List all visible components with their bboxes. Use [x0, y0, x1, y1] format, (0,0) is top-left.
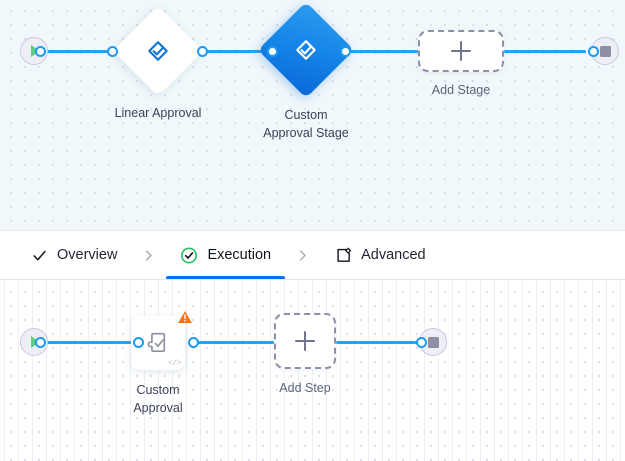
tab-overview-label: Overview — [57, 247, 118, 263]
diamond-shape — [112, 5, 204, 97]
start-node-output-port[interactable] — [35, 336, 46, 348]
chevron-right-icon — [131, 231, 166, 279]
warning-triangle-icon[interactable] — [177, 309, 193, 325]
end-node-input-port[interactable] — [588, 45, 599, 57]
tab-advanced-label: Advanced — [361, 247, 426, 263]
plus-icon — [295, 331, 315, 351]
tab-overview[interactable]: Overview — [16, 231, 131, 279]
edge-start-to-custom-approval — [40, 341, 138, 344]
tab-execution[interactable]: Execution — [166, 231, 285, 279]
stage-node-label-custom-approval-stage: Custom Approval Stage — [263, 108, 349, 140]
linear-approval-input-port[interactable] — [107, 45, 118, 57]
chevron-right-icon — [285, 231, 320, 279]
step-node-label-custom-approval: Custom Approval — [133, 383, 183, 415]
edge-add-stage-to-end — [504, 50, 586, 53]
custom-approval-stage-output-port[interactable] — [340, 45, 351, 57]
stage-node-label-linear-approval: Linear Approval — [114, 106, 202, 120]
step-flow-canvas[interactable]: </> Custom Approval Add Step — [0, 280, 625, 461]
custom-approval-output-port[interactable] — [188, 336, 199, 348]
plus-icon — [451, 41, 471, 61]
stop-icon — [599, 45, 611, 57]
check-circle-icon — [180, 246, 198, 264]
code-badge: </> — [168, 359, 181, 368]
custom-approval-input-port[interactable] — [133, 336, 144, 348]
edge-add-step-to-end — [336, 341, 418, 344]
linear-approval-output-port[interactable] — [197, 45, 208, 57]
stage-node-linear-approval[interactable] — [112, 5, 204, 97]
end-node-input-port[interactable] — [416, 336, 427, 348]
edge-start-to-linear-approval — [40, 50, 112, 53]
stop-icon — [427, 336, 439, 348]
add-step-label: Add Step — [279, 381, 331, 395]
end-node[interactable] — [591, 37, 619, 65]
edge-linear-to-custom-approval — [202, 50, 272, 53]
end-node[interactable] — [419, 328, 447, 356]
edge-custom-approval-to-add-stage — [340, 50, 418, 53]
settings-page-icon — [334, 246, 352, 264]
custom-approval-stage-input-port[interactable] — [267, 45, 278, 57]
add-stage-button[interactable] — [418, 30, 504, 72]
start-node-output-port[interactable] — [35, 45, 46, 57]
stage-node-custom-approval-stage[interactable] — [257, 1, 355, 99]
tab-advanced[interactable]: Advanced — [320, 231, 440, 279]
stage-flow-canvas[interactable]: Linear Approval Custom Approval Stage Ad… — [0, 0, 625, 230]
check-icon — [30, 246, 48, 264]
add-step-button[interactable] — [274, 313, 336, 369]
edge-custom-approval-to-add-step — [192, 341, 274, 344]
stage-detail-tabs: Overview Execution Advanced — [0, 230, 625, 280]
puzzle-check-icon — [147, 332, 166, 353]
add-stage-label: Add Stage — [431, 83, 491, 97]
tab-execution-label: Execution — [207, 247, 272, 263]
